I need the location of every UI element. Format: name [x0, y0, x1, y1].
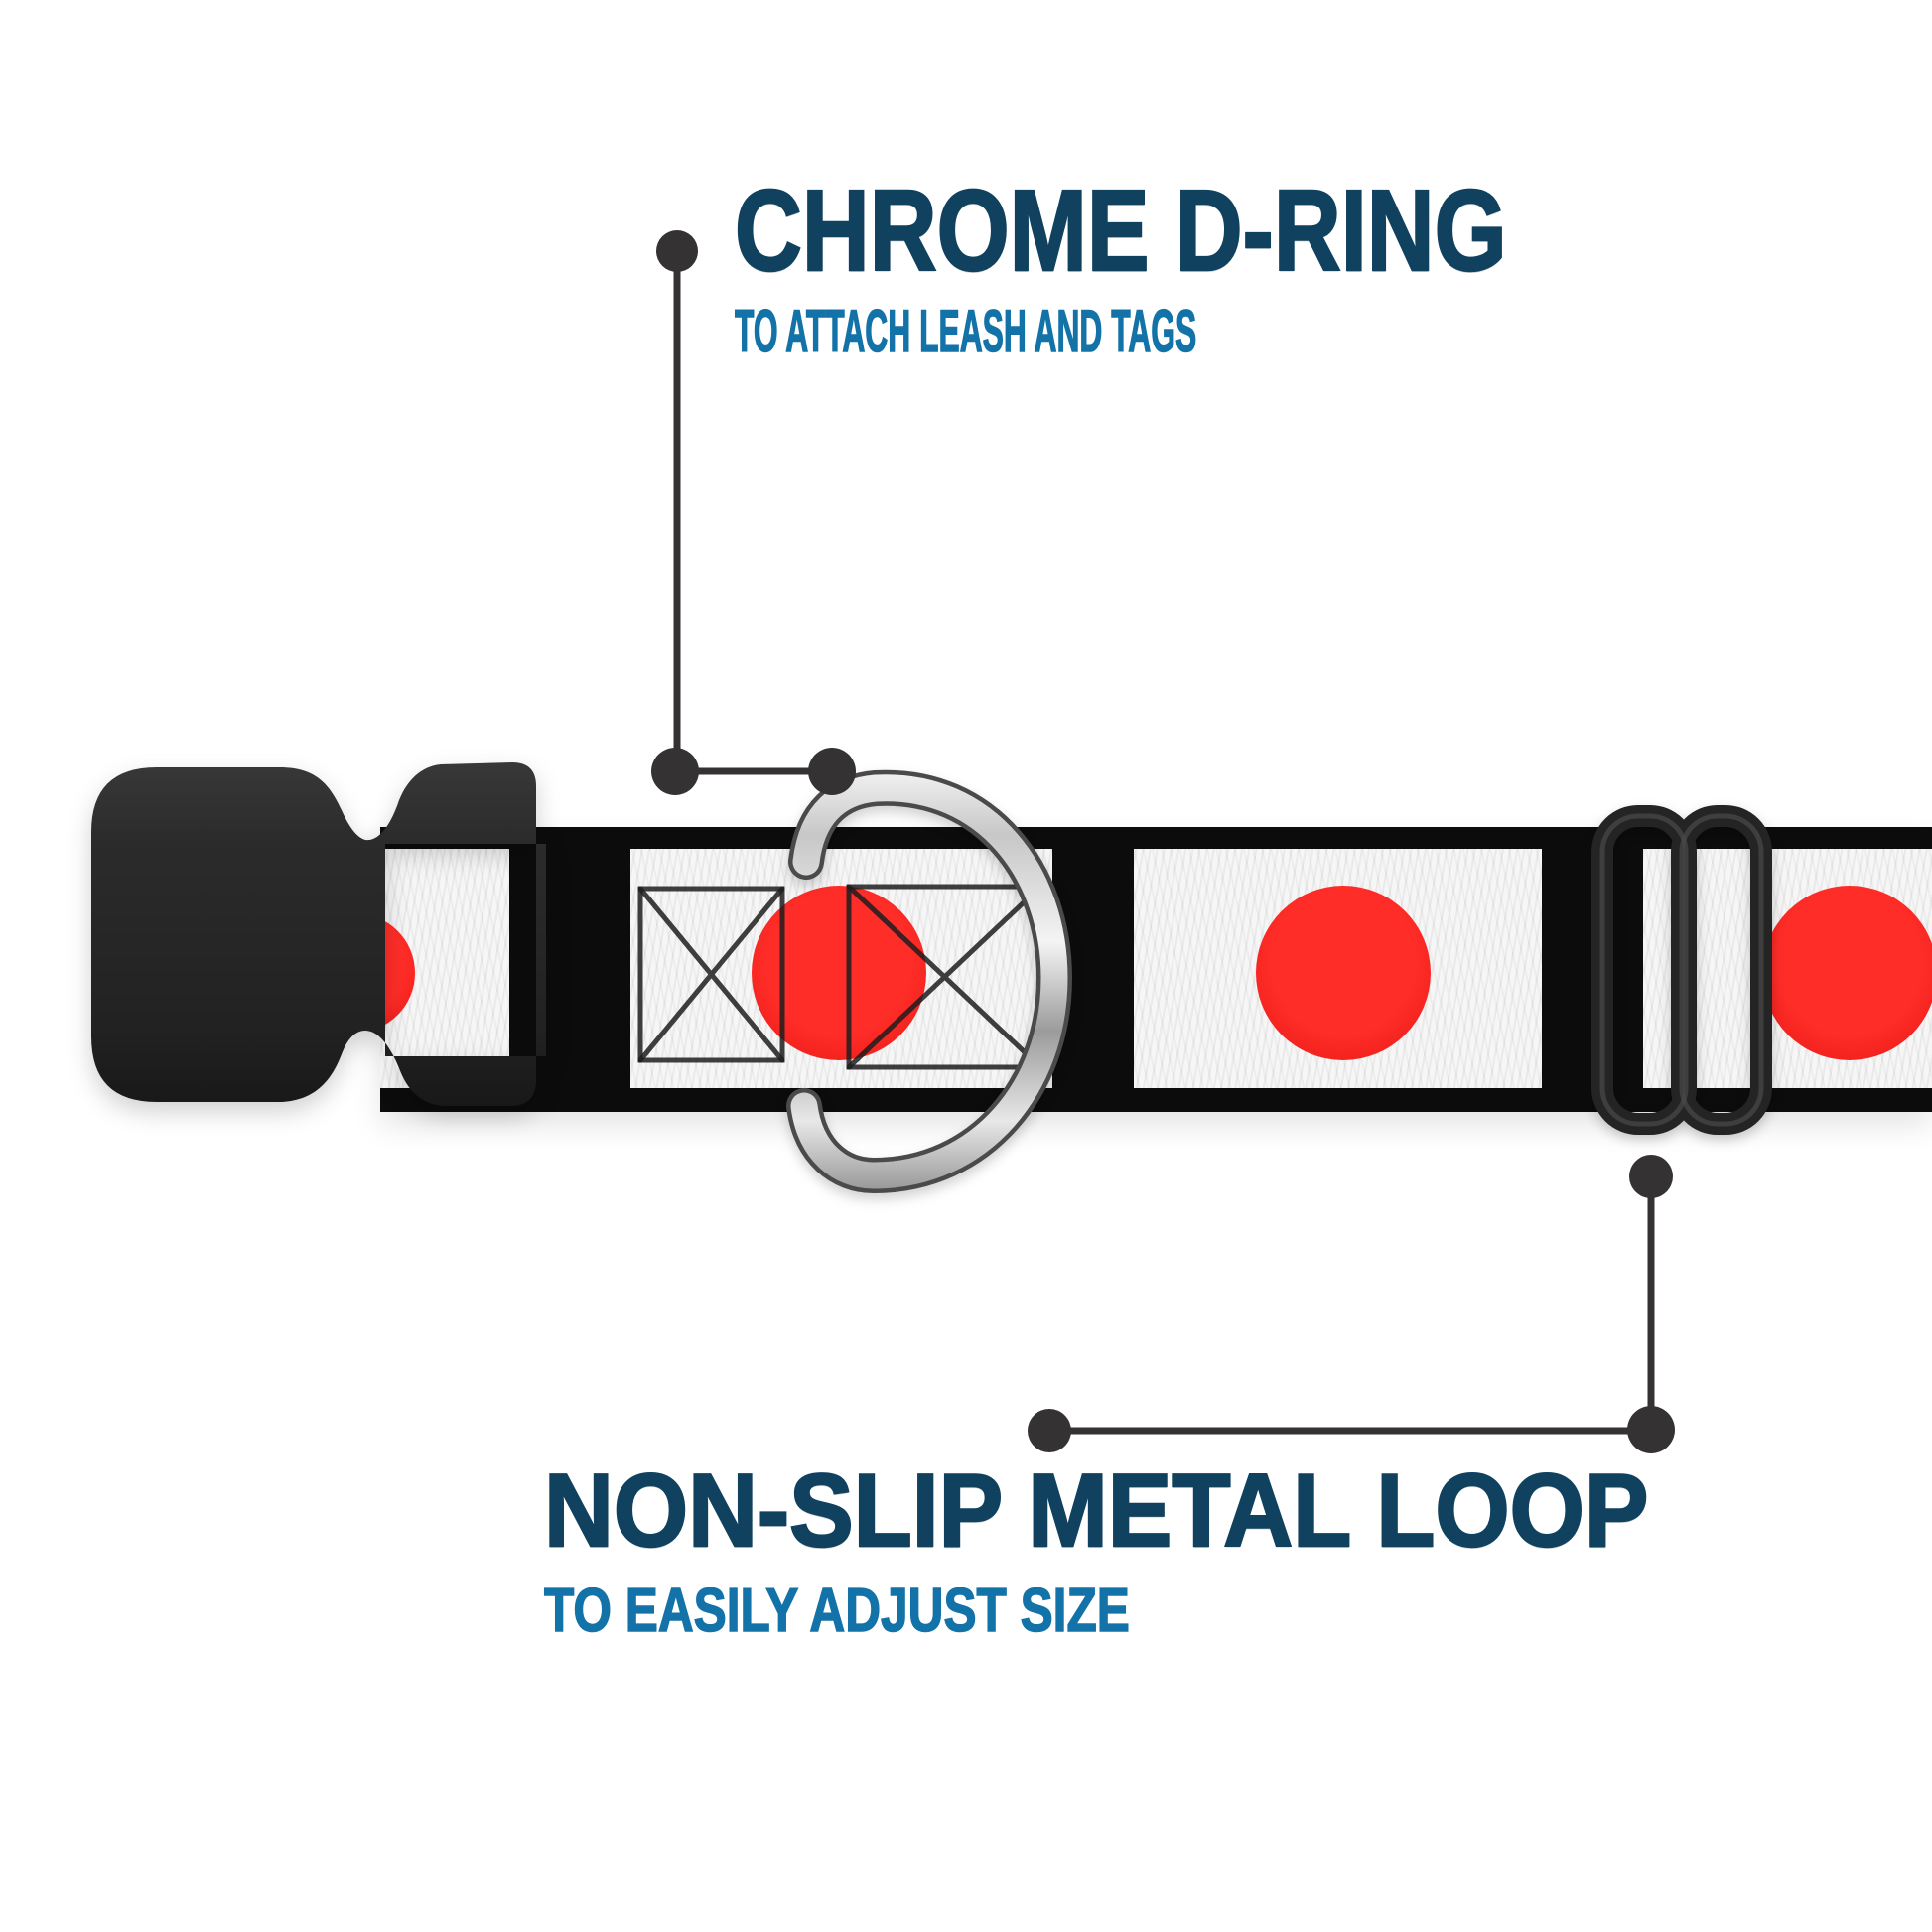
loop-callout-line [1028, 1155, 1675, 1453]
dring-callout-title: CHROME D-RING [734, 166, 1508, 295]
triglide-metal-loop [1591, 805, 1772, 1135]
dring-callout-line [651, 230, 856, 795]
red-sun-dot [1762, 886, 1932, 1060]
black-stripe [509, 849, 630, 1088]
dring-callout-subtitle: TO ATTACH LEASH AND TAGS [735, 298, 1197, 364]
chrome-d-ring [786, 769, 1072, 1194]
box-x-stitching [637, 884, 1043, 1070]
stitch-box [637, 886, 785, 1063]
plastic-buckle [91, 762, 546, 1106]
loop-callout-subtitle: TO EASILY ADJUST SIZE [543, 1577, 1130, 1645]
loop-callout-title: NON-SLIP METAL LOOP [543, 1453, 1650, 1569]
red-sun-dot [1256, 886, 1431, 1060]
